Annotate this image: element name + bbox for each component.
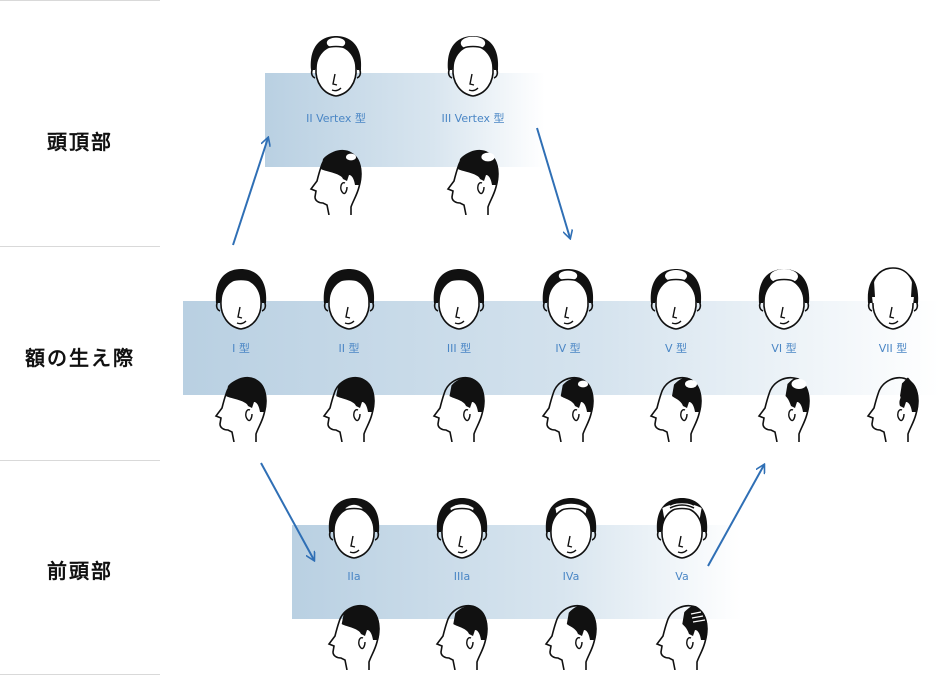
hairline-type-label: IV 型 <box>555 342 581 355</box>
frontal-type-label: IIa <box>347 570 361 583</box>
frontal-front-head <box>323 492 385 562</box>
hairline-front-head <box>318 263 380 333</box>
row-title-frontal: 前頭部 <box>47 559 113 583</box>
vertex-side-head <box>442 145 504 215</box>
row-title-vertex: 頭頂部 <box>47 130 113 154</box>
hairline-type-label: VI 型 <box>771 342 797 355</box>
hairline-front-head <box>537 263 599 333</box>
frontal-front-head <box>651 492 713 562</box>
hairline-type-label: II 型 <box>338 342 360 355</box>
vertex-band <box>265 73 545 167</box>
hairline-type-label: V 型 <box>664 342 688 355</box>
hairline-front-head <box>753 263 815 333</box>
frontal-side-head <box>431 600 493 670</box>
arrow-to-vertex <box>232 138 268 246</box>
hairline-side-head <box>318 372 380 442</box>
vertex-type-label: III Vertex 型 <box>441 112 505 125</box>
row-divider <box>0 0 160 1</box>
hairline-side-head <box>753 372 815 442</box>
hairline-type-label: VII 型 <box>878 342 908 355</box>
hairline-side-head <box>210 372 272 442</box>
hairline-type-label: III 型 <box>446 342 472 355</box>
hairline-front-head <box>428 263 490 333</box>
vertex-front-head <box>305 30 367 100</box>
vertex-type-label: II Vertex 型 <box>306 112 366 125</box>
frontal-side-head <box>651 600 713 670</box>
frontal-type-label: Va <box>675 570 689 583</box>
hairline-front-head <box>645 263 707 333</box>
frontal-front-head <box>540 492 602 562</box>
frontal-side-head <box>323 600 385 670</box>
hairline-side-head <box>862 372 924 442</box>
hairline-type-label: I 型 <box>232 342 250 355</box>
hairline-side-head <box>645 372 707 442</box>
vertex-front-head <box>442 30 504 100</box>
frontal-front-head <box>431 492 493 562</box>
row-divider <box>0 460 160 461</box>
frontal-type-label: IIIa <box>453 570 471 583</box>
hairline-front-head <box>862 263 924 333</box>
frontal-type-label: IVa <box>562 570 580 583</box>
frontal-side-head <box>540 600 602 670</box>
hairline-side-head <box>537 372 599 442</box>
row-title-hairline: 額の生え際 <box>25 346 135 370</box>
hairline-side-head <box>428 372 490 442</box>
hairline-front-head <box>210 263 272 333</box>
row-divider <box>0 246 160 247</box>
vertex-side-head <box>305 145 367 215</box>
